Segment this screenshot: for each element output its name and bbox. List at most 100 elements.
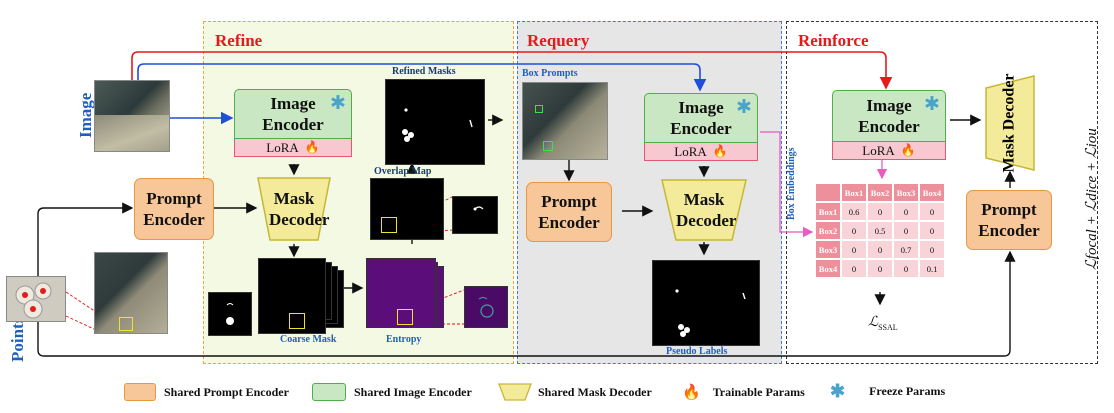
entropy-image <box>366 258 436 328</box>
legend-mask: Shared Mask Decoder <box>498 383 652 401</box>
box-embeddings-label: Box Embeddings <box>786 147 797 220</box>
requery-lora-label: LoRA <box>674 143 707 159</box>
table-cell: 0 <box>868 260 892 277</box>
legend-image-swatch <box>312 383 346 401</box>
overlap-map-image <box>370 178 444 240</box>
legend-freeze: ✱ Freeze Params <box>830 381 945 402</box>
pseudo-labels-image <box>652 260 760 346</box>
reinforce-mask-decoder-shape <box>985 75 1035 171</box>
requery-mask-decoder: Mask Decoder <box>660 178 748 242</box>
table-cell: 0 <box>920 241 944 258</box>
refined-masks-label: Refined Masks <box>392 66 456 77</box>
table-cell: 0 <box>920 203 944 220</box>
ssal-loss: ℒSSAL <box>868 315 898 332</box>
total-loss: ℒfocal + ℒdice + ℒiou <box>1084 128 1100 270</box>
box-prompts-label: Box Prompts <box>522 68 578 79</box>
table-cell: 0.7 <box>894 241 918 258</box>
legend-trainable-label: Trainable Params <box>712 385 805 399</box>
refined-masks-image <box>385 79 485 165</box>
coarse-mask-label: Coarse Mask <box>280 334 337 345</box>
points-zoom-image <box>6 276 66 322</box>
table-cell: 0 <box>868 203 892 220</box>
snowflake-icon: ✱ <box>924 94 940 115</box>
box-prompts-image <box>522 82 608 160</box>
requery-image-encoder-label: Image Encoder <box>670 98 732 138</box>
table-cell: 0 <box>842 241 866 258</box>
overlap-map-label: Overlap Map <box>374 166 432 177</box>
requery-lora: LoRA 🔥 <box>644 143 758 161</box>
table-cell: 0 <box>842 260 866 277</box>
table-cell: 0 <box>868 241 892 258</box>
flame-icon: 🔥 <box>900 143 916 157</box>
legend-trainable: 🔥 Trainable Params <box>682 383 805 402</box>
pseudo-labels-label: Pseudo Labels <box>666 346 728 357</box>
image-side-label: Image <box>76 92 95 138</box>
refine-image-encoder: Image Encoder <box>234 89 352 139</box>
table-row-header: Box3 <box>816 241 840 258</box>
reinforce-image-encoder-label: Image Encoder <box>858 96 920 136</box>
requery-prompt-encoder: Prompt Encoder <box>526 182 612 242</box>
refine-lora: LoRA 🔥 <box>234 139 352 157</box>
requery-title: Requery <box>527 31 590 50</box>
table-cell: 0 <box>894 260 918 277</box>
refine-lora-label: LoRA <box>266 139 299 155</box>
refine-prompt-encoder: Prompt Encoder <box>134 178 214 240</box>
legend-prompt-label: Shared Prompt Encoder <box>164 384 289 399</box>
table-header-cell: Box1 <box>842 184 866 201</box>
refine-mask-decoder: Mask Decoder <box>256 176 332 242</box>
legend-mask-label: Shared Mask Decoder <box>538 384 652 399</box>
table-header-cell: Box4 <box>920 184 944 201</box>
table-cell: 0.1 <box>920 260 944 277</box>
legend-freeze-label: Freeze Params <box>869 384 946 398</box>
requery-mask-decoder-shape <box>661 179 747 241</box>
table-cell: 0.5 <box>868 222 892 239</box>
entropy-zoom <box>464 286 508 328</box>
refine-image-encoder-label: Image Encoder <box>262 94 324 134</box>
requery-image-encoder: Image Encoder <box>644 93 758 143</box>
legend-image-label: Shared Image Encoder <box>354 384 472 399</box>
flame-icon: 🔥 <box>304 140 320 154</box>
reinforce-lora-label: LoRA <box>862 142 895 158</box>
table-header-cell: Box2 <box>868 184 892 201</box>
table-cell: 0 <box>894 203 918 220</box>
snowflake-icon: ✱ <box>736 97 752 118</box>
snowflake-icon: ✱ <box>330 93 346 114</box>
legend-mask-swatch <box>498 383 532 401</box>
requery-prompt-encoder-label: Prompt Encoder <box>538 192 600 232</box>
table-cell: 0 <box>894 222 918 239</box>
table-row-header: Box1 <box>816 203 840 220</box>
flame-icon: 🔥 <box>682 385 701 401</box>
refine-panel <box>203 21 514 364</box>
reinforce-prompt-encoder: Prompt Encoder <box>966 190 1052 250</box>
requery-mask-decoder-label: Mask Decoder <box>676 190 737 230</box>
flame-icon: 🔥 <box>712 144 728 158</box>
reinforce-mask-decoder: Mask Decoder <box>984 73 1036 173</box>
table-row-header: Box4 <box>816 260 840 277</box>
legend-prompt-swatch <box>124 383 156 401</box>
legend-image: Shared Image Encoder <box>312 383 472 401</box>
reinforce-image-encoder: Image Encoder <box>832 90 946 142</box>
table-row-header: Box2 <box>816 222 840 239</box>
entropy-label: Entropy <box>386 334 422 345</box>
refine-mask-decoder-label: Mask Decoder <box>269 189 330 229</box>
refine-prompt-encoder-label: Prompt Encoder <box>143 189 205 229</box>
table-cell: 0 <box>842 222 866 239</box>
table-header-cell <box>816 184 840 201</box>
refine-title: Refine <box>215 31 263 50</box>
snowflake-icon: ✱ <box>830 381 846 401</box>
reinforce-mask-decoder-label: Mask Decoder <box>1001 73 1018 173</box>
input-satellite-image <box>94 80 170 152</box>
legend-prompt: Shared Prompt Encoder <box>124 383 289 401</box>
table-header-cell: Box3 <box>894 184 918 201</box>
overlap-map-zoom <box>452 196 498 234</box>
reinforce-title: Reinforce <box>798 31 869 50</box>
points-side-label: Points <box>8 316 27 362</box>
reinforce-prompt-encoder-label: Prompt Encoder <box>978 200 1040 240</box>
table-cell: 0 <box>920 222 944 239</box>
points-satellite-image <box>94 252 168 334</box>
